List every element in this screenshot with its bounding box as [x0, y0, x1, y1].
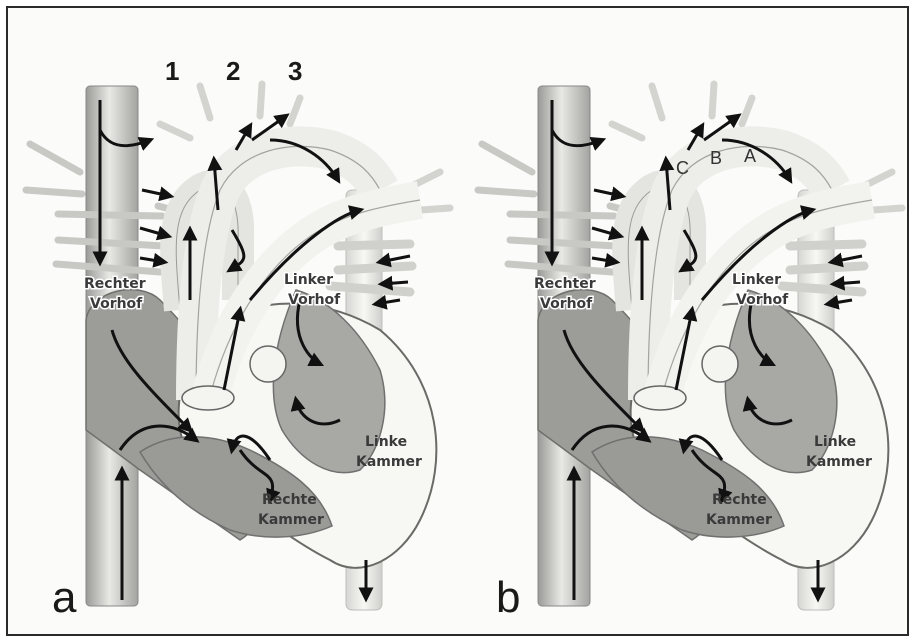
- branch-letter-b: B: [710, 148, 722, 168]
- panel-letter-b: b: [496, 573, 520, 622]
- label-vorhof-right: Vorhof: [90, 296, 143, 312]
- label-kammer-right-b: Kammer: [706, 512, 772, 528]
- panel-letter-a: a: [52, 573, 77, 622]
- label-linke: Linke: [365, 434, 407, 450]
- label-rechter-b: Rechter: [534, 276, 596, 292]
- label-linke-b: Linke: [814, 434, 856, 450]
- label-rechter: Rechter: [84, 276, 146, 292]
- label-linker: Linker: [284, 272, 333, 288]
- label-linker-b: Linker: [732, 272, 781, 288]
- panel-b: [478, 84, 902, 610]
- label-kammer-right: Kammer: [258, 512, 324, 528]
- label-kammer-left: Kammer: [356, 454, 422, 470]
- label-vorhof-left: Vorhof: [288, 292, 341, 308]
- label-rechte: Rechte: [262, 492, 317, 508]
- panel-a: [26, 84, 450, 610]
- branch-number-1: 1: [165, 56, 179, 86]
- branch-letter-a: A: [744, 146, 756, 166]
- branch-number-3: 3: [288, 56, 302, 86]
- branch-letter-c: C: [676, 158, 689, 178]
- label-vorhof-left-b: Vorhof: [736, 292, 789, 308]
- label-kammer-left-b: Kammer: [806, 454, 872, 470]
- label-rechte-b: Rechte: [712, 492, 767, 508]
- branch-number-2: 2: [226, 56, 240, 86]
- label-vorhof-right-b: Vorhof: [540, 296, 593, 312]
